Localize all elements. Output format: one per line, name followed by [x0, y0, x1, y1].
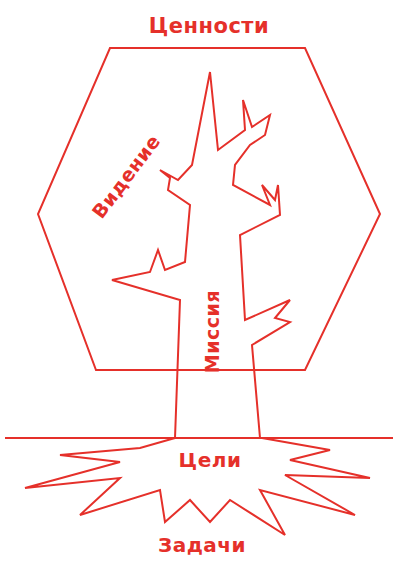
tree-roots [25, 438, 370, 535]
ground-line [5, 437, 393, 439]
tree-crown [112, 72, 290, 438]
tasks-label: Задачи [158, 535, 246, 555]
mission-label: Миссия [203, 289, 222, 372]
values-heading: Ценности [149, 16, 270, 37]
vision-text: Видение [89, 131, 164, 221]
goals-label: Цели [179, 450, 242, 470]
